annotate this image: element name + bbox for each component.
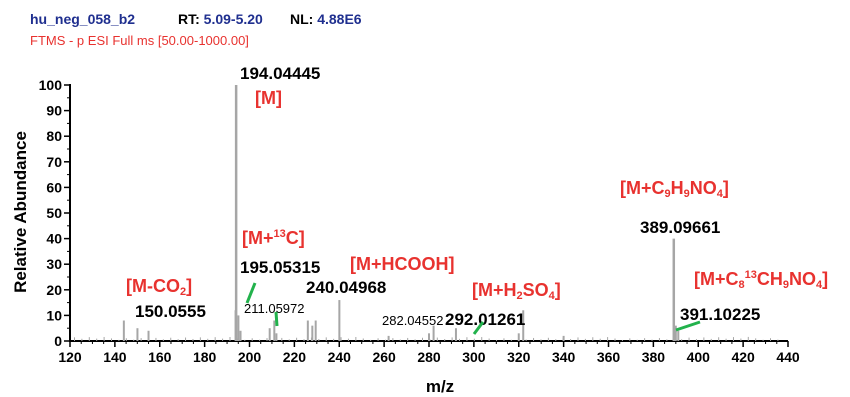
y-tick-label: 40 [46, 231, 62, 247]
annotation-m-c9h9no4: [M+C9H9NO4] [620, 178, 729, 200]
x-tick-label: 400 [687, 349, 711, 365]
leader-lines-layer [245, 282, 701, 335]
peak-label: 194.04445 [240, 64, 320, 83]
peak-label: 195.05315 [240, 258, 320, 277]
x-tick-label: 380 [642, 349, 666, 365]
x-tick-label: 200 [238, 349, 262, 365]
y-tick-label: 50 [46, 205, 62, 221]
leader-line-h2so4 [472, 321, 485, 335]
y-tick-label: 30 [46, 256, 62, 272]
x-tick-label: 360 [597, 349, 621, 365]
peaks-layer [73, 85, 779, 341]
annotation-m: [M] [255, 88, 282, 108]
annotation-m-13c: [M+13C] [242, 228, 305, 248]
annotation-m-hcooh: [M+HCOOH] [350, 254, 455, 274]
x-tick-label: 140 [103, 349, 127, 365]
x-tick-label: 180 [193, 349, 217, 365]
x-tick-label: 120 [58, 349, 82, 365]
y-tick-label: 90 [46, 103, 62, 119]
x-tick-label: 260 [372, 349, 396, 365]
annotation-m-h2so4: [M+H2SO4] [472, 280, 561, 302]
leader-line-m13c [245, 282, 257, 304]
x-tick-label: 440 [776, 349, 800, 365]
peak-label: 391.10225 [680, 305, 760, 324]
scan-filter: FTMS - p ESI Full ms [50.00-1000.00] [30, 33, 249, 48]
x-tick-label: 280 [417, 349, 441, 365]
peak-label: 292.01261 [445, 310, 525, 329]
peak-label: 389.09661 [640, 218, 720, 237]
x-axis-title: m/z [426, 377, 454, 396]
peak-labels-layer: 150.0555 194.04445 195.05315 211.05972240.0… [135, 64, 760, 329]
y-tick-label: 70 [46, 154, 62, 170]
x-tick-label: 220 [283, 349, 307, 365]
x-tick-label: 340 [552, 349, 576, 365]
peak-label: 282.04552 [382, 313, 443, 328]
normalization-level: NL: 4.88E6 [290, 11, 362, 27]
x-tick-label: 320 [507, 349, 531, 365]
y-tick-label: 80 [46, 128, 62, 144]
peak-label: 240.04968 [306, 278, 386, 297]
annotation-m-c8-13ch9no4: [M+C813CH9NO4] [694, 269, 829, 291]
y-tick-label: 10 [46, 307, 62, 323]
peak-label: 150.0555 [135, 302, 206, 321]
file-name: hu_neg_058_b2 [30, 11, 136, 27]
leader-line-c8 [675, 320, 701, 332]
peak-label: 211.05972 [244, 301, 305, 316]
annotation-m-co2: [M-CO2] [126, 276, 193, 298]
rt-label: RT: [178, 11, 200, 27]
x-tick-label: 420 [731, 349, 755, 365]
nl-value: 4.88E6 [317, 11, 362, 27]
retention-time: RT: 5.09-5.20 [178, 11, 263, 27]
y-tick-label: 0 [54, 333, 62, 349]
nl-label: NL: [290, 11, 314, 27]
leader-line-m13c-lower [274, 311, 279, 327]
x-tick-label: 160 [148, 349, 172, 365]
y-tick-label: 20 [46, 282, 62, 298]
y-tick-label: 60 [46, 179, 62, 195]
y-axis-title: Relative Abundance [11, 131, 30, 293]
x-tick-label: 240 [328, 349, 352, 365]
x-tick-label: 300 [462, 349, 486, 365]
rt-value: 5.09-5.20 [203, 11, 263, 27]
y-tick-label: 100 [39, 77, 63, 93]
